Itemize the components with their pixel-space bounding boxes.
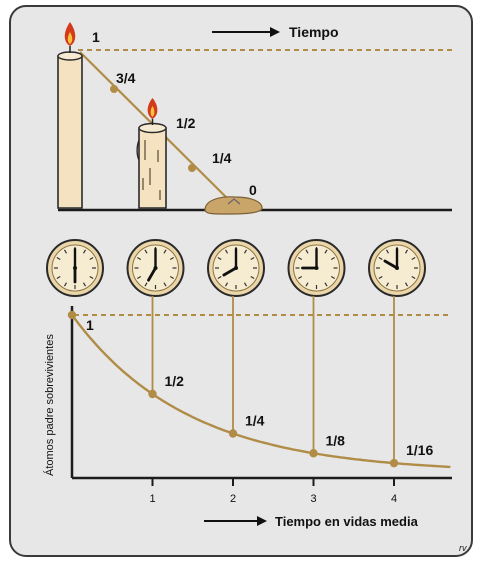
fraction-label-1-2: 1/2 <box>176 115 196 131</box>
clock-icon <box>287 239 346 297</box>
xlabel-arrow-icon <box>257 516 267 526</box>
data-label: 1/16 <box>406 442 433 458</box>
x-tick-label: 3 <box>310 493 316 505</box>
y-axis-label: Átomos padre sobrevivientes <box>43 334 56 476</box>
clock-icon <box>207 239 265 297</box>
data-point <box>228 429 238 438</box>
fraction-label-1: 1 <box>92 29 100 45</box>
data-label: 1/2 <box>165 373 185 389</box>
burn-point-1-4 <box>188 164 196 172</box>
melted-wax-puddle <box>204 196 263 215</box>
x-tick-label: 4 <box>391 493 397 505</box>
data-point <box>67 310 77 320</box>
full-candle <box>57 22 83 209</box>
data-point <box>148 389 157 399</box>
x-axis-label: Tiempo en vidas media <box>275 514 419 529</box>
x-tick-label: 2 <box>230 493 236 505</box>
candle-section: Tiempo 1 3/4 1/2 1/4 0 <box>57 22 452 215</box>
x-tick-label: 1 <box>149 493 155 505</box>
data-label: 1/4 <box>245 413 265 429</box>
clocks-row <box>46 239 426 297</box>
data-point <box>389 458 399 468</box>
time-arrow-icon <box>270 27 280 37</box>
signature: rv <box>459 543 467 553</box>
data-label: 1 <box>86 317 94 333</box>
clock-icon <box>46 239 104 297</box>
data-label: 1/8 <box>326 432 346 448</box>
clock-icon <box>368 239 426 297</box>
burn-point-3-4 <box>110 85 118 93</box>
clock-icon <box>126 239 185 297</box>
fraction-label-0: 0 <box>249 182 257 198</box>
time-label: Tiempo <box>289 24 339 40</box>
decay-chart: 1 1 1/2 2 1/4 3 1/8 4 1/16 Átomos padre sobreviv… <box>43 296 452 529</box>
half-candle <box>136 98 167 209</box>
fraction-label-1-4: 1/4 <box>212 150 232 166</box>
decay-curve <box>71 314 451 469</box>
data-point <box>309 449 318 458</box>
fraction-label-3-4: 3/4 <box>116 70 136 86</box>
